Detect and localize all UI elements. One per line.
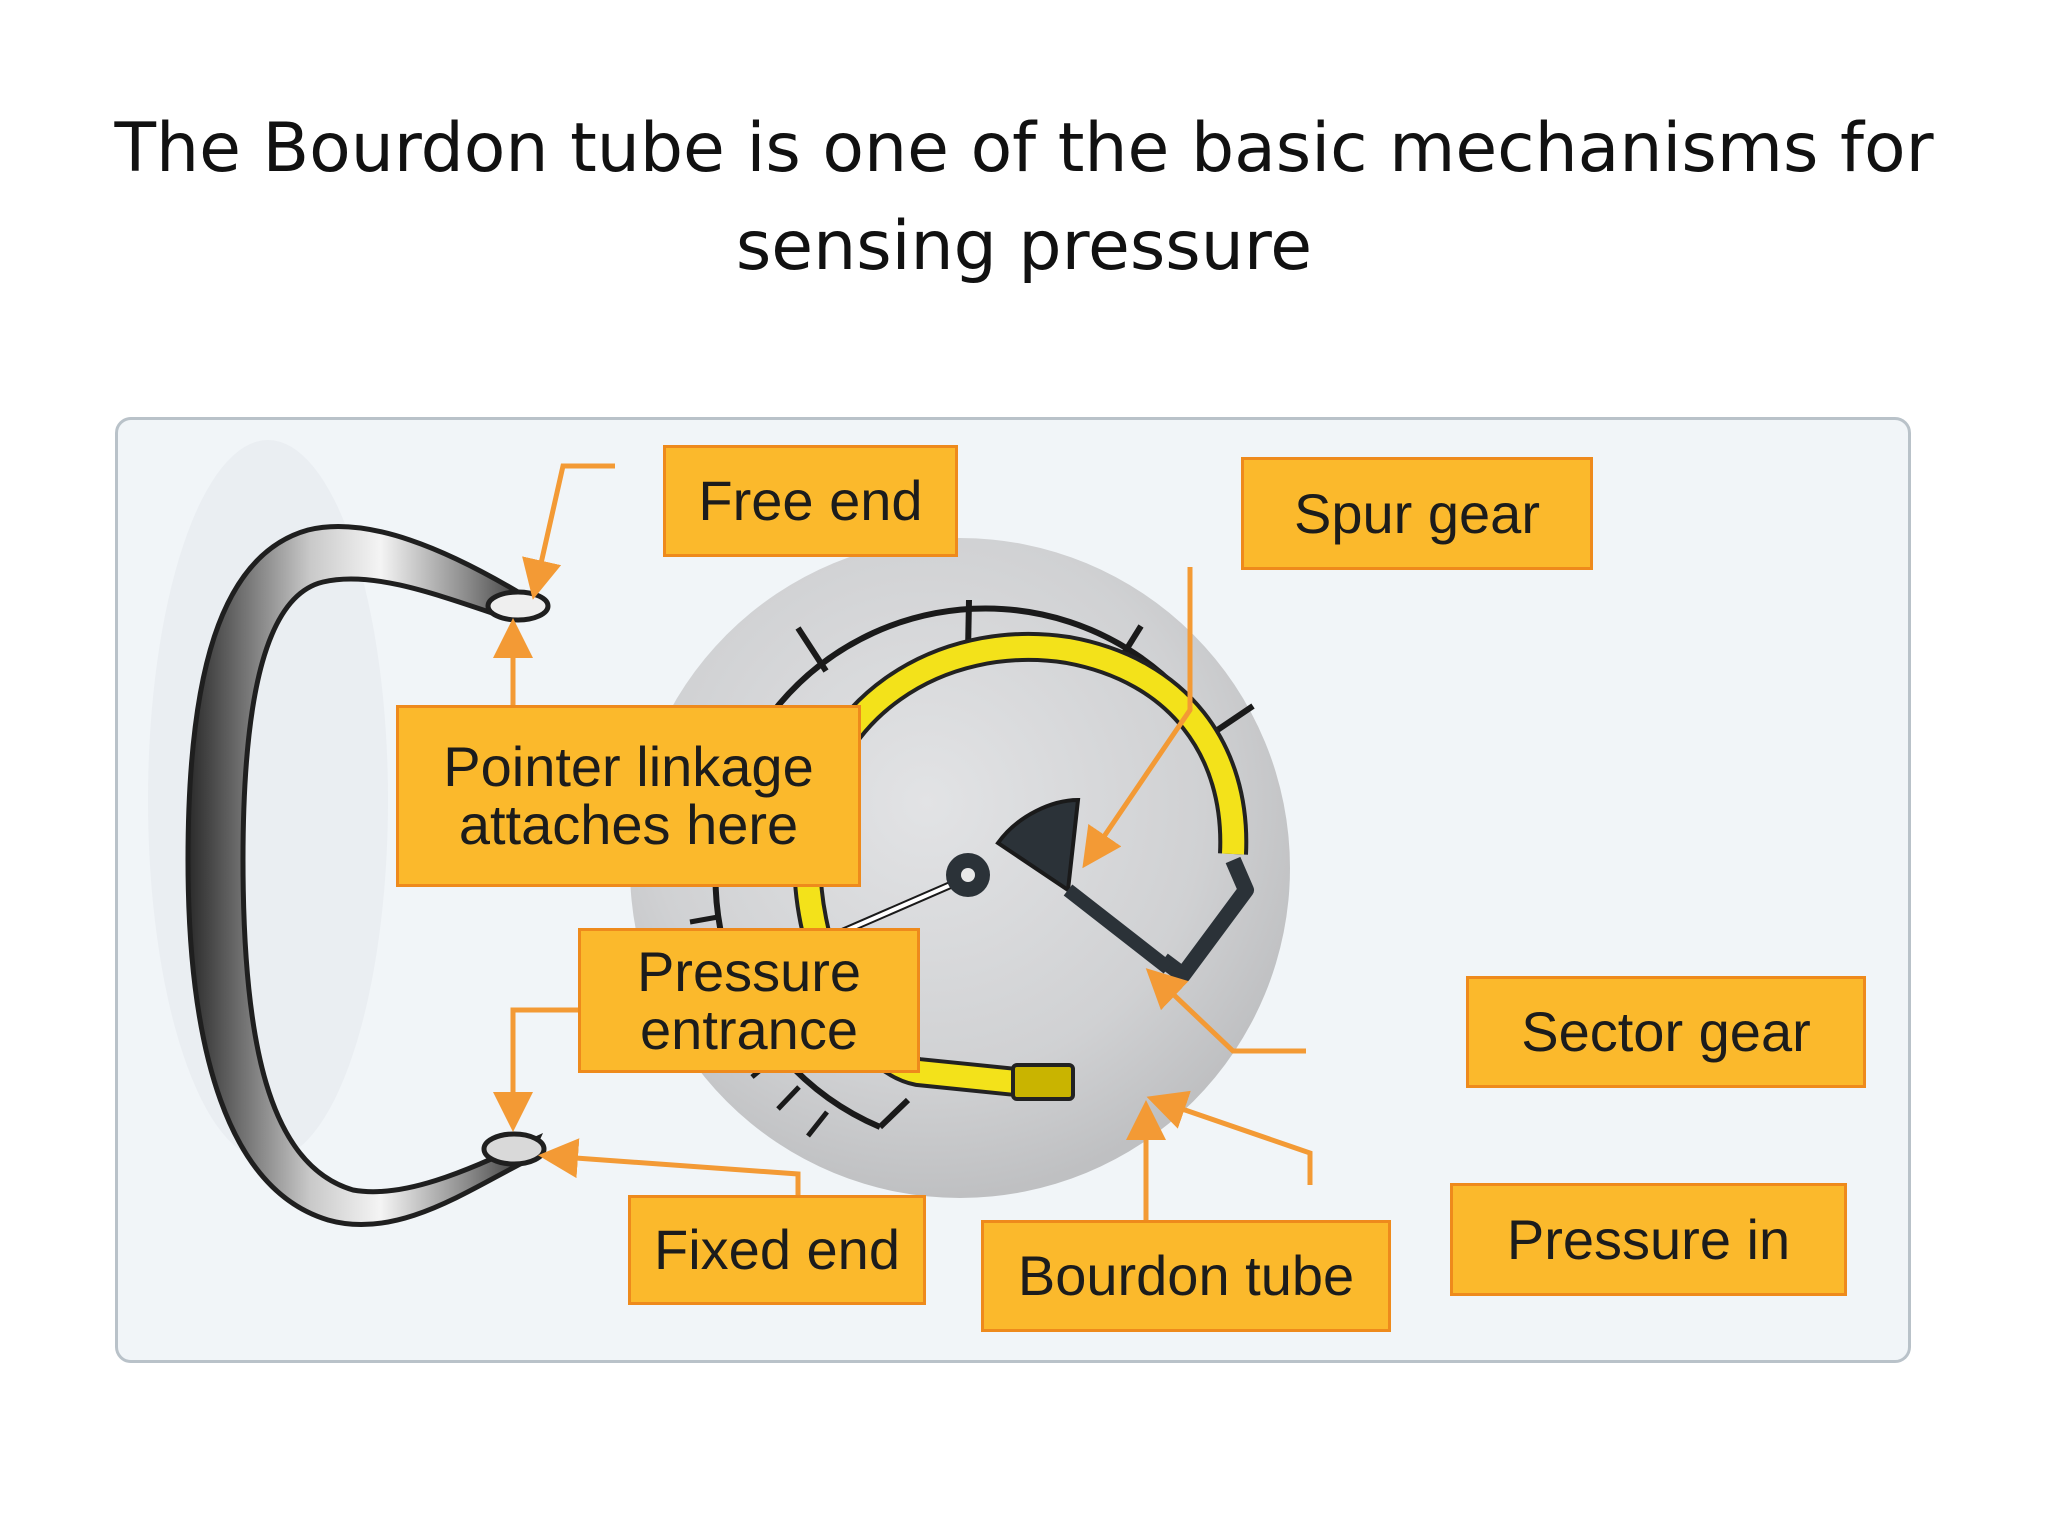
diagram-panel: Free end Pointer linkage attaches here P… [115,417,1911,1363]
pointer-linkage-label: Pointer linkage attaches here [396,705,861,887]
slide-title: The Bourdon tube is one of the basic mec… [114,109,1934,286]
c-tube-illustration [148,440,551,1227]
pressure-entrance-label: Pressure entrance [578,928,920,1073]
fixed-end-label: Fixed end [628,1195,926,1305]
bourdon-tube-label: Bourdon tube [981,1220,1391,1332]
fixed-end-opening [481,1131,547,1167]
free-end-opening [485,589,551,623]
pressure-in-label: Pressure in [1450,1183,1847,1296]
sector-gear-label: Sector gear [1466,976,1866,1088]
spur-gear-label: Spur gear [1241,457,1593,570]
callout-arrows [493,463,1313,1220]
free-end-label: Free end [663,445,958,557]
